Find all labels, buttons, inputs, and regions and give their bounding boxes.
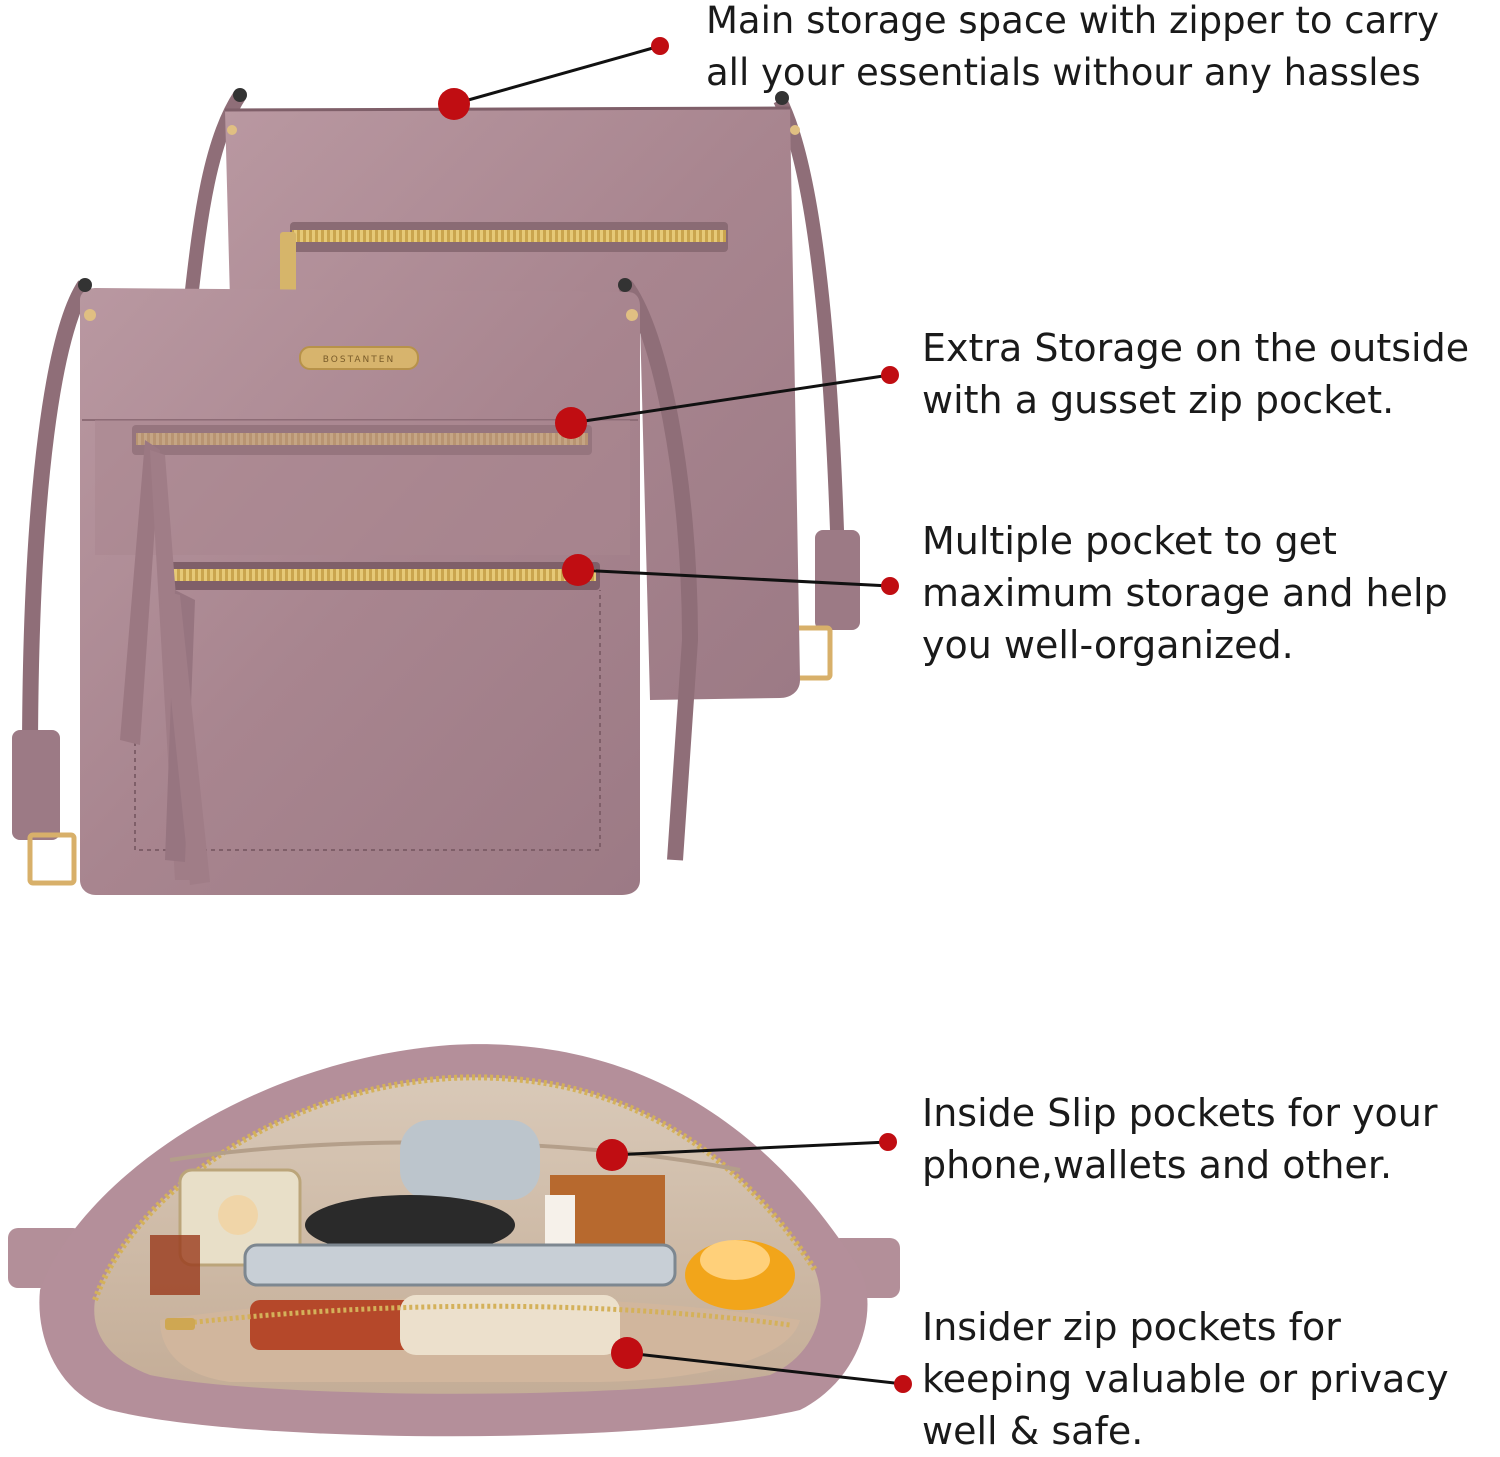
brand-plate: BOSTANTEN xyxy=(299,346,419,370)
callout-insider-zip-line-1: Insider zip pockets for xyxy=(922,1305,1341,1349)
marker-insider-zip-end xyxy=(894,1375,912,1393)
callout-inside-slip-line-2: phone,wallets and other. xyxy=(922,1143,1393,1187)
marker-main-storage-start xyxy=(438,88,470,120)
callout-multiple-pocket-line-2: maximum storage and help xyxy=(922,571,1448,615)
back-bag-image xyxy=(185,88,860,700)
callout-insider-zip-line-3: well & safe. xyxy=(922,1409,1144,1453)
callout-pointers xyxy=(453,44,904,1386)
callout-extra-storage-line-2: with a gusset zip pocket. xyxy=(922,378,1395,422)
marker-main-storage-end xyxy=(651,37,669,55)
marker-insider-zip-start xyxy=(611,1337,643,1369)
marker-inside-slip-start xyxy=(596,1139,628,1171)
marker-multiple-pocket-end xyxy=(881,577,899,595)
marker-inside-slip-end xyxy=(879,1133,897,1151)
callout-multiple-pocket-line-1: Multiple pocket to get xyxy=(922,519,1337,563)
open-bag-image xyxy=(8,1044,900,1437)
callout-inside-slip: Inside Slip pockets for your phone,walle… xyxy=(922,1087,1438,1191)
front-bag-image: BOSTANTEN xyxy=(12,278,699,895)
marker-extra-storage-start xyxy=(555,407,587,439)
callout-inside-slip-line-1: Inside Slip pockets for your xyxy=(922,1091,1438,1135)
callout-main-storage: Main storage space with zipper to carry … xyxy=(706,0,1439,99)
marker-extra-storage-end xyxy=(881,366,899,384)
callout-insider-zip-line-2: keeping valuable or privacy xyxy=(922,1357,1449,1401)
callout-multiple-pocket: Multiple pocket to get maximum storage a… xyxy=(922,515,1448,671)
callout-extra-storage: Extra Storage on the outside with a guss… xyxy=(922,322,1469,426)
callout-main-storage-line-2: all your essentials withour any hassles xyxy=(706,51,1421,94)
callout-multiple-pocket-line-3: you well-organized. xyxy=(922,623,1294,667)
callout-markers xyxy=(438,37,912,1393)
callout-main-storage-line-1: Main storage space with zipper to carry xyxy=(706,0,1439,42)
callout-insider-zip: Insider zip pockets for keeping valuable… xyxy=(922,1301,1449,1457)
brand-plate-text: BOSTANTEN xyxy=(323,355,395,365)
marker-multiple-pocket-start xyxy=(562,554,594,586)
callout-extra-storage-line-1: Extra Storage on the outside xyxy=(922,326,1470,370)
